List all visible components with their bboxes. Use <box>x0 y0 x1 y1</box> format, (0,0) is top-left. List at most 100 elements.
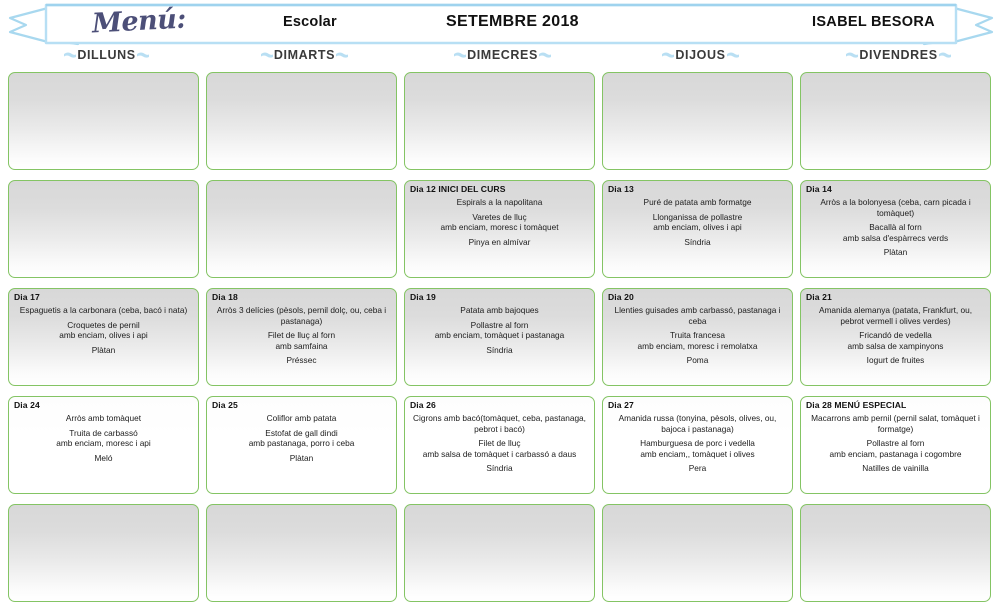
dish-item: Poma <box>607 355 788 366</box>
day-name-dimarts: DIMARTS <box>206 48 403 62</box>
dish-line: Pollastre al forn <box>866 438 925 449</box>
day-number-label: Dia 21 <box>806 292 832 302</box>
day-name-label: DIMECRES <box>467 48 538 62</box>
menu-cell-empty[interactable] <box>8 72 199 170</box>
day-name-label: DIMARTS <box>273 48 336 62</box>
ribbon-flourish-right-icon <box>538 51 552 58</box>
header-school-name: ISABEL BESORA <box>812 14 935 30</box>
day-number-label: Dia 17 <box>14 292 40 302</box>
ribbon-flourish-left-icon <box>661 51 675 58</box>
day-number-label: Dia 12 INICI DEL CURS <box>410 184 506 194</box>
dish-item: Pera <box>607 463 788 474</box>
menu-cell-empty[interactable] <box>800 504 991 602</box>
dish-line: Truita de carbassó <box>69 427 138 438</box>
dish-line: Cigrons amb bacó(tomàquet, ceba, pastana… <box>413 413 586 434</box>
dish-line: Préssec <box>286 355 317 366</box>
dish-line: Síndria <box>684 236 711 247</box>
ribbon-flourish-right-icon <box>726 51 740 58</box>
dish-line: Arròs a la bolonyesa (ceba, carn picada … <box>820 197 971 218</box>
dish-list: Macarrons amb pernil (pernil salat, tomà… <box>805 413 986 474</box>
menu-cell-empty[interactable] <box>602 504 793 602</box>
menu-cell-empty[interactable] <box>8 180 199 278</box>
day-number-label: Dia 27 <box>608 400 634 410</box>
dish-list: Arròs 3 delícies (pèsols, pernil dolç, o… <box>211 305 392 366</box>
day-number-label: Dia 24 <box>14 400 40 410</box>
dish-item: Arròs a la bolonyesa (ceba, carn picada … <box>805 197 986 218</box>
dish-item: Espaguetis a la carbonara (ceba, bacó i … <box>13 305 194 316</box>
menu-cell-empty[interactable] <box>206 72 397 170</box>
dish-item: Iogurt de fruites <box>805 355 986 366</box>
dish-line: Coliflor amb patata <box>266 413 337 423</box>
header-month: SETEMBRE 2018 <box>446 13 579 30</box>
dish-line: Espaguetis a la carbonara (ceba, bacó i … <box>19 305 188 315</box>
dish-list: Cigrons amb bacó(tomàquet, ceba, pastana… <box>409 413 590 474</box>
menu-cell-empty[interactable] <box>404 504 595 602</box>
dish-item: Pinya en almívar <box>409 237 590 248</box>
menu-cell-empty[interactable] <box>8 504 199 602</box>
dish-line: amb enciam, moresc i remolatxa <box>637 340 758 351</box>
menu-cell-empty[interactable] <box>206 180 397 278</box>
dish-line: amb enciam, olives i api <box>59 330 148 341</box>
calendar-week-row: Dia 17 Espaguetis a la carbonara (ceba, b… <box>0 288 1002 392</box>
menu-cell-empty[interactable] <box>404 72 595 170</box>
dish-item: Préssec <box>211 355 392 366</box>
dish-line: Plàtan <box>883 247 908 258</box>
menu-cell-day[interactable]: Dia 27 Amanida russa (tonyina, pèsols, ol… <box>602 396 793 494</box>
dish-line: Natilles de vainilla <box>862 463 929 474</box>
dish-line: Macarrons amb pernil (pernil salat, tomà… <box>811 413 980 434</box>
dish-item: Plàtan <box>211 453 392 464</box>
dish-list: Amanida russa (tonyina, pèsols, olives, … <box>607 413 788 474</box>
dish-item: Meló <box>13 453 194 464</box>
dish-item: Amanida russa (tonyina, pèsols, olives, … <box>607 413 788 434</box>
menu-logo: Menú: <box>91 3 187 40</box>
ribbon-flourish-right-icon <box>335 51 349 58</box>
day-name-label: DIVENDRES <box>859 48 938 62</box>
ribbon-flourish-left-icon <box>453 51 467 58</box>
dish-line: Meló <box>94 452 113 463</box>
day-number-label: Dia 13 <box>608 184 634 194</box>
dish-line: Croquetes de pernil <box>67 319 140 330</box>
header-subtitle: Escolar <box>283 14 337 30</box>
header-banner: Menú: Escolar SETEMBRE 2018 ISABEL BESOR… <box>0 2 1002 46</box>
dish-line: Varetes de lluç <box>472 211 527 222</box>
day-name-dimecres: DIMECRES <box>404 48 601 62</box>
dish-line: Pinya en almívar <box>468 236 531 247</box>
menu-cell-empty[interactable] <box>800 72 991 170</box>
menu-cell-empty[interactable] <box>206 504 397 602</box>
menu-cell-empty[interactable] <box>602 72 793 170</box>
day-name-dilluns: DILLUNS <box>8 48 205 62</box>
ribbon-flourish-left-icon <box>63 51 77 58</box>
calendar-week-row <box>0 504 1002 608</box>
ribbon-flourish-left-icon <box>260 51 274 58</box>
dish-line: Síndria <box>486 463 513 474</box>
dish-item: Plàtan <box>805 247 986 258</box>
dish-line: amb enciam, moresc i api <box>56 438 151 449</box>
menu-cell-day[interactable]: Dia 17 Espaguetis a la carbonara (ceba, b… <box>8 288 199 386</box>
dish-line: Poma <box>686 355 709 366</box>
dish-line: Plàtan <box>91 344 116 355</box>
dish-line: Arròs amb tomàquet <box>65 413 142 423</box>
dish-line: Puré de patata amb formatge <box>643 197 752 207</box>
dish-item: Síndria <box>607 237 788 248</box>
dish-item: Puré de patata amb formatge <box>607 197 788 208</box>
